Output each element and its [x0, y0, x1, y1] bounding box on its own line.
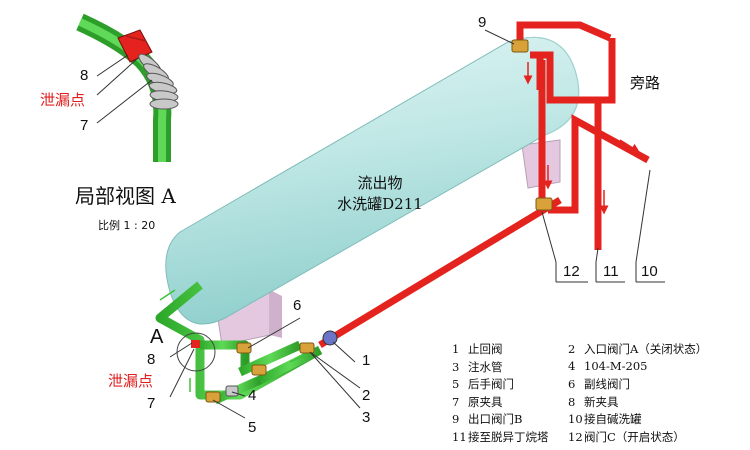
view-marker-a: A [150, 326, 164, 348]
green-flow-arrows [159, 289, 306, 392]
detail-callout-7: 7 [80, 117, 89, 134]
detail-leak-label: 泄漏点 [40, 91, 86, 109]
original-clamp-detail [138, 53, 179, 110]
leader-lines [169, 29, 651, 419]
tank-label-line2: 水洗罐D211 [337, 195, 423, 213]
callout-4: 4 [248, 387, 257, 404]
valve-c [535, 197, 553, 211]
flow-arrows [523, 62, 640, 215]
outlet-valve-b [511, 39, 529, 53]
callout-underlines [555, 262, 665, 283]
detail-view-scale: 比例 1 : 20 [98, 219, 156, 232]
check-valve [322, 330, 338, 346]
callout-10: 10 [641, 263, 658, 280]
callout-1: 1 [362, 352, 371, 369]
new-clamp-detail [117, 29, 153, 63]
legend-row: 11接至脱异丁烷塔 12阀门C（开启状态） [452, 429, 685, 444]
detail-callout-8: 8 [80, 67, 89, 84]
red-piping [318, 21, 650, 348]
callout-8: 8 [147, 351, 156, 368]
main-leak-label: 泄漏点 [108, 372, 154, 390]
detail-view-title: 局部视图 A [75, 184, 176, 208]
tank-label-line1: 流出物 [357, 174, 403, 192]
callout-5: 5 [248, 419, 257, 436]
callout-11: 11 [603, 263, 619, 280]
callout-3: 3 [362, 409, 371, 426]
callout-2: 2 [362, 387, 371, 404]
detail-view [76, 13, 179, 162]
bypass-label: 旁路 [630, 74, 661, 92]
callout-6: 6 [293, 297, 302, 314]
leak-clamp-main [191, 340, 200, 348]
callout-12: 12 [563, 263, 580, 280]
green-valves [205, 342, 315, 403]
callout-9: 9 [478, 14, 487, 31]
callout-7: 7 [147, 395, 156, 412]
